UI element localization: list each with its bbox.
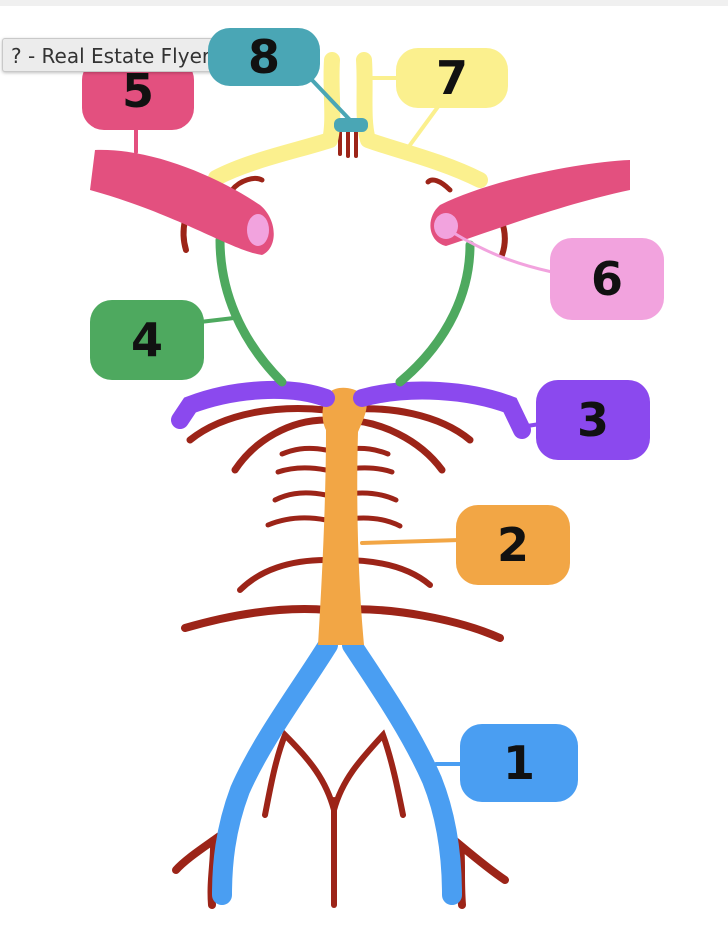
basilar-artery bbox=[318, 387, 367, 645]
label-6: 6 bbox=[550, 238, 664, 320]
label-7: 7 bbox=[396, 48, 508, 108]
leader-line-3 bbox=[512, 422, 542, 430]
artery-left-spinal bbox=[172, 832, 219, 909]
window-tooltip: ? - Real Estate Flyer bbox=[2, 38, 234, 72]
internal-carotid-arteries bbox=[90, 149, 630, 255]
artery-left-aica-1 bbox=[237, 557, 329, 593]
artery-left-sca bbox=[231, 416, 330, 474]
carotid-lumen-ovals bbox=[247, 213, 458, 246]
artery-left-pica bbox=[181, 605, 332, 632]
leader-line-7-lower bbox=[408, 102, 442, 147]
right-vertebral-artery bbox=[342, 635, 462, 905]
window-top-strip bbox=[0, 0, 728, 6]
left-internal-carotid-artery bbox=[90, 149, 274, 255]
label-4: 4 bbox=[90, 300, 204, 380]
anterior-communicating-artery bbox=[334, 118, 368, 132]
label-leader-lines bbox=[134, 76, 554, 766]
vertebral-arteries bbox=[212, 635, 462, 905]
leader-line-4 bbox=[198, 316, 236, 324]
leader-line-2 bbox=[360, 538, 462, 545]
artery-left-pontine-2 bbox=[272, 490, 329, 503]
artery-left-sca-upper bbox=[186, 405, 330, 444]
leader-line-8 bbox=[310, 78, 352, 122]
label-3: 3 bbox=[536, 380, 650, 460]
left-anterior-cerebral-artery bbox=[208, 52, 341, 186]
left-posterior-communicating-artery bbox=[215, 235, 287, 387]
posterior-communicating-arteries bbox=[215, 235, 475, 387]
right-posterior-communicating-artery bbox=[395, 240, 475, 387]
posterior-cerebral-arteries bbox=[171, 380, 531, 439]
artery-left-pontine-4 bbox=[279, 445, 329, 457]
label-2: 2 bbox=[456, 505, 570, 585]
right-internal-carotid-artery bbox=[430, 160, 630, 246]
artery-left-pontine-1 bbox=[265, 515, 329, 528]
anterior-communicating-artery-segment bbox=[334, 118, 368, 132]
label-1: 1 bbox=[460, 724, 578, 802]
artery-right-spinal bbox=[454, 835, 509, 909]
leader-line-6 bbox=[450, 230, 554, 274]
anterior-cerebral-arteries bbox=[208, 52, 488, 188]
artery-left-spinal-branch bbox=[262, 729, 337, 818]
left-carotid-lumen bbox=[247, 214, 269, 246]
left-vertebral-artery bbox=[212, 635, 338, 905]
artery-left-mca-branch-2 bbox=[229, 175, 265, 193]
label-8: 8 bbox=[208, 28, 320, 86]
artery-right-mca-branch-2 bbox=[425, 177, 453, 193]
left-posterior-cerebral-artery bbox=[171, 380, 335, 429]
basilar-artery-trunk bbox=[318, 387, 367, 645]
artery-left-pontine-3 bbox=[275, 465, 329, 475]
artery-right-spinal-branch bbox=[331, 729, 406, 818]
right-posterior-cerebral-artery bbox=[353, 381, 531, 439]
right-anterior-cerebral-artery bbox=[356, 52, 488, 188]
